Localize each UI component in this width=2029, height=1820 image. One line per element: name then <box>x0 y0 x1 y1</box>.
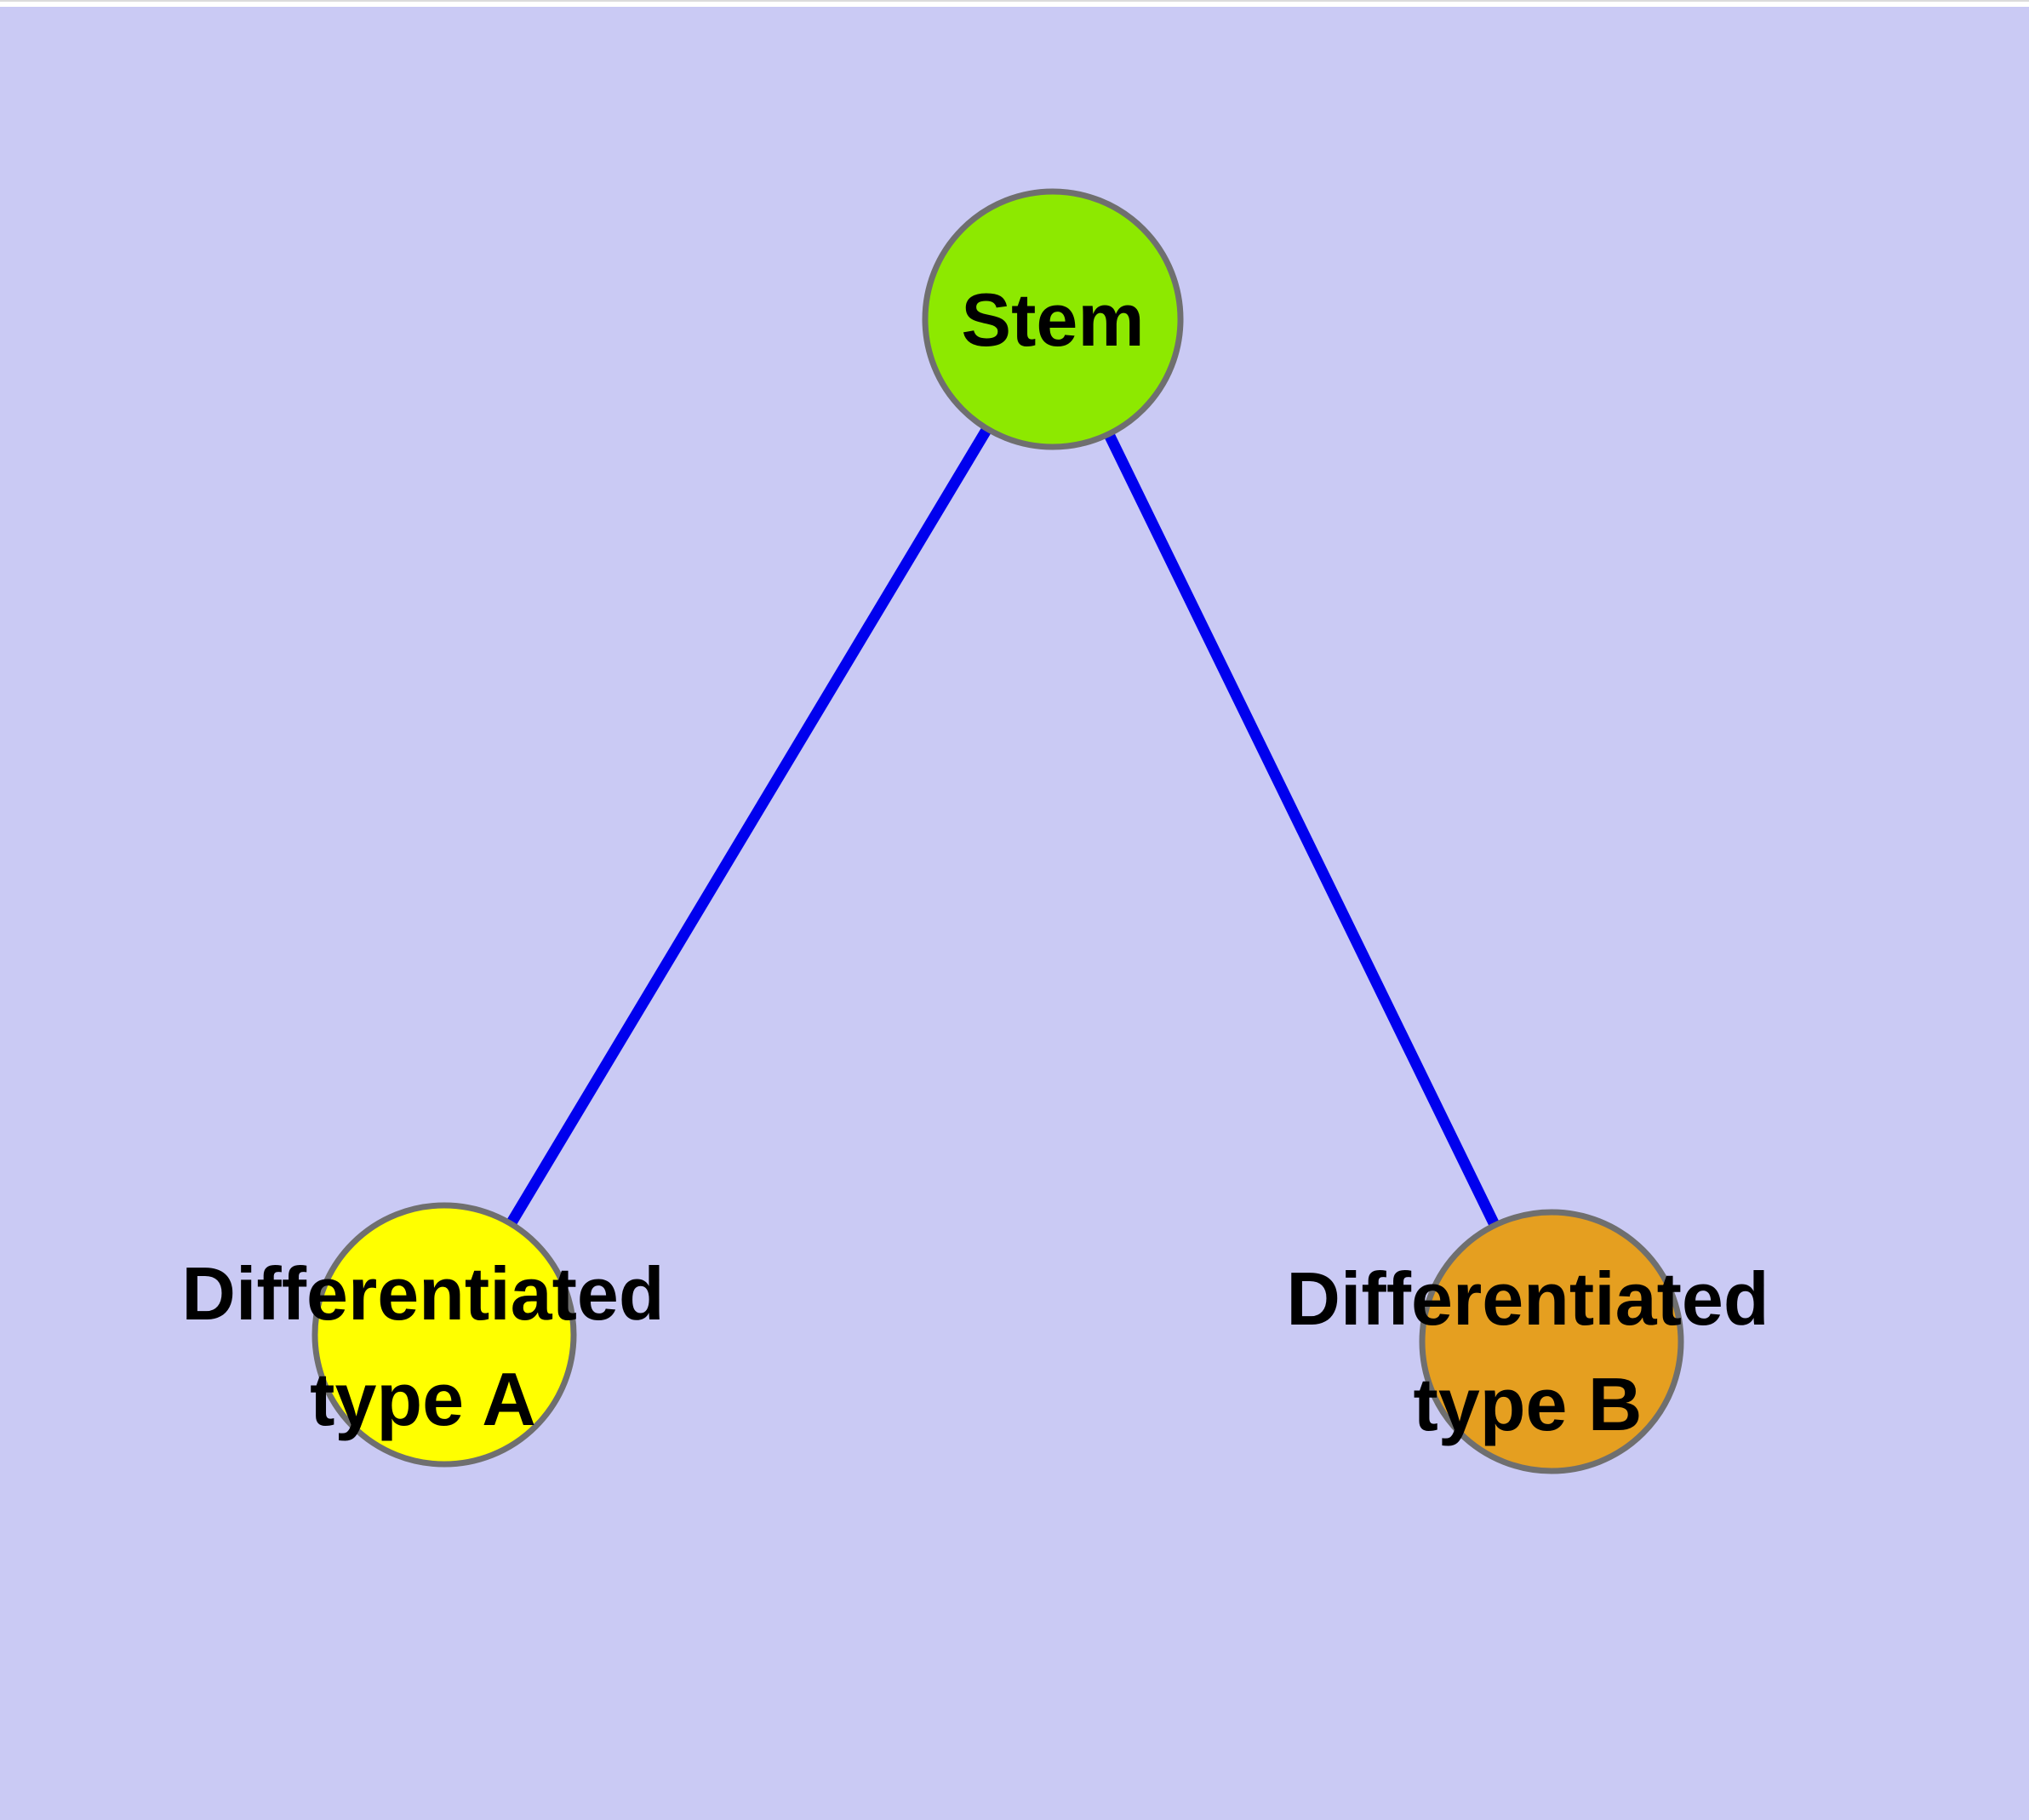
edge-stem-to-type-b <box>1048 317 1557 1344</box>
node-stem-label: Stem <box>961 278 1144 362</box>
node-type-a-circle <box>311 1202 577 1468</box>
node-differentiated-type-b: Differentiated type B <box>1286 1209 1769 1474</box>
node-type-a-label-line2: type A <box>310 1357 536 1441</box>
node-type-a-label-line1: Differentiated <box>181 1251 664 1336</box>
node-type-b-label-line1: Differentiated <box>1286 1256 1769 1341</box>
node-differentiated-type-a: Differentiated type A <box>181 1202 665 1468</box>
node-stem-circle <box>922 188 1184 450</box>
node-type-b-label-line2: type B <box>1414 1362 1643 1446</box>
node-stem: Stem <box>922 188 1184 450</box>
top-hairline <box>0 0 2029 2</box>
node-type-b-circle <box>1419 1209 1684 1474</box>
edge-stem-to-type-a <box>439 316 1058 1338</box>
